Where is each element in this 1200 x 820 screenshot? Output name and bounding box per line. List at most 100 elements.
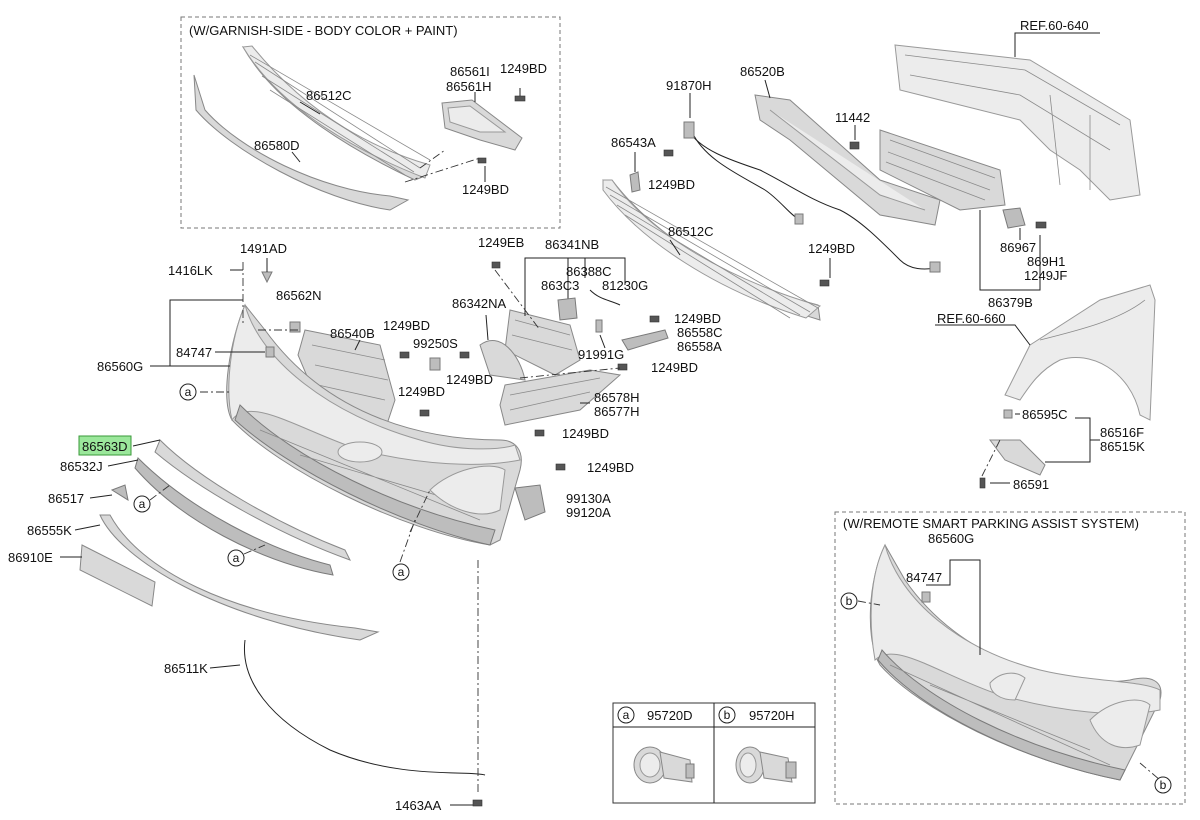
- garnish-option-box: [180, 16, 561, 229]
- back-beam: [879, 129, 1006, 211]
- bolt-11442: [849, 141, 860, 150]
- sensor-table-part-b: 95720H: [749, 708, 795, 723]
- carrier-ref-60-640: [894, 44, 1141, 201]
- label-86512c-garnish: 86512C: [306, 88, 352, 103]
- bracket-99130a: [514, 484, 546, 521]
- label-1249bd-86540b-2: 1249BD: [398, 384, 445, 399]
- label-86580d: 86580D: [254, 138, 300, 153]
- label-1249bd-86540b-1: 1249BD: [383, 318, 430, 333]
- label-99130a: 99130A: [566, 491, 611, 506]
- svg-text:a: a: [185, 385, 192, 399]
- bolt-1249bd-lower: [534, 429, 545, 437]
- wire-81230g: [589, 289, 621, 306]
- label-86578h: 86578H: [594, 390, 640, 405]
- label-869h1: 869H1: [1027, 254, 1065, 269]
- garnish-option-title: (W/GARNISH-SIDE - BODY COLOR + PAINT): [189, 23, 458, 38]
- callout-b-2: b: [1154, 776, 1172, 794]
- callout-a-3: a: [227, 549, 245, 567]
- clip-86595c: [1003, 409, 1013, 419]
- front-bumper-cover: [226, 303, 522, 546]
- highlight-86563d: [78, 435, 132, 456]
- label-86515k: 86515K: [1100, 439, 1145, 454]
- label-86563d: 86563D: [82, 439, 128, 454]
- callout-a-2: a: [133, 495, 151, 513]
- front-bumper-cover-rspa: [869, 543, 1162, 781]
- bolt-1249bd-86558: [649, 315, 660, 323]
- bolt-1249bd-86578h: [617, 363, 628, 371]
- clip-99250s: [429, 357, 441, 371]
- sensor-table-part-a: 95720D: [647, 708, 693, 723]
- svg-text:b: b: [846, 594, 853, 608]
- label-1249bd-garnish-1: 1249BD: [500, 61, 547, 76]
- rspa-option-box: [834, 511, 1186, 805]
- bolt-1249bd-99250s: [459, 351, 470, 359]
- side-garnish-86561: [441, 99, 523, 151]
- bolt-1249bd-99130a: [555, 463, 566, 471]
- label-86543a: 86543A: [611, 135, 656, 150]
- label-86558c: 86558C: [677, 325, 723, 340]
- bolt-1249eb: [491, 261, 501, 269]
- label-86910e: 86910E: [8, 550, 53, 565]
- bracket-86967: [1002, 207, 1026, 229]
- label-1249jf: 1249JF: [1024, 268, 1067, 283]
- bracket-86341nb: [504, 309, 581, 376]
- label-91991g: 91991G: [578, 347, 624, 362]
- label-1463aa: 1463AA: [395, 798, 442, 813]
- clip-84747-rspa: [921, 591, 931, 603]
- label-86560g: 86560G: [97, 359, 143, 374]
- side-bracket-86516f: [989, 439, 1046, 476]
- label-86342na: 86342NA: [452, 296, 507, 311]
- bolt-1249bd-86540b-2: [419, 409, 430, 417]
- label-86341nb: 86341NB: [545, 237, 599, 252]
- label-86577h: 86577H: [594, 404, 640, 419]
- label-86555k: 86555K: [27, 523, 72, 538]
- clip-86562n: [289, 321, 301, 333]
- lamp-cover-86342na: [479, 339, 526, 381]
- label-86967: 86967: [1000, 240, 1036, 255]
- label-84747: 84747: [176, 345, 212, 360]
- label-86512c: 86512C: [668, 224, 714, 239]
- bolt-1249bd-grille: [819, 279, 830, 287]
- svg-text:a: a: [398, 565, 405, 579]
- bracket-86578h: [499, 369, 622, 426]
- clip-84747: [265, 346, 275, 358]
- label-863c3: 863C3: [541, 278, 579, 293]
- strip-86511k: [243, 639, 486, 776]
- label-1249bd-86558: 1249BD: [674, 311, 721, 326]
- label-86562n: 86562N: [276, 288, 322, 303]
- label-1249bd-99130a: 1249BD: [587, 460, 634, 475]
- moulding-86555k: [99, 514, 380, 641]
- label-99250s: 99250S: [413, 336, 458, 351]
- label-86558a: 86558A: [677, 339, 722, 354]
- bracket-86543a: [629, 171, 641, 193]
- sensor-table-key-b: b: [724, 708, 731, 722]
- bolt-1249bd-86540b-1: [399, 351, 410, 359]
- callout-b-1: b: [840, 592, 858, 610]
- label-86517: 86517: [48, 491, 84, 506]
- grille-86512c: [602, 179, 822, 321]
- label-86511k: 86511K: [164, 661, 208, 676]
- bracket-86558: [621, 329, 669, 351]
- label-ref-60-640: REF.60-640: [1020, 18, 1089, 33]
- svg-text:b: b: [1160, 778, 1167, 792]
- label-1249bd-99250s: 1249BD: [446, 372, 493, 387]
- label-1491ad: 1491AD: [240, 241, 287, 256]
- label-86532j: 86532J: [60, 459, 103, 474]
- label-1416lk: 1416LK: [168, 263, 213, 278]
- label-86388c: 86388C: [566, 264, 612, 279]
- label-84747-rspa: 84747: [906, 570, 942, 585]
- label-86379b: 86379B: [988, 295, 1033, 310]
- label-86560g-rspa: 86560G: [928, 531, 974, 546]
- energy-absorber-86520b: [754, 94, 941, 226]
- wiring-harness-91870h: [683, 121, 941, 273]
- label-1249bd-garnish-2: 1249BD: [462, 182, 509, 197]
- rspa-option-title: (W/REMOTE SMART PARKING ASSIST SYSTEM): [843, 516, 1139, 531]
- label-1249bd-grille: 1249BD: [808, 241, 855, 256]
- clip-1463aa: [472, 799, 483, 807]
- label-1249bd-86543a: 1249BD: [648, 177, 695, 192]
- bolt-1249bd-86543a: [663, 149, 674, 157]
- clip-1491ad: [261, 271, 273, 284]
- lower-garnish-86532j: [134, 457, 334, 576]
- sensor-table-key-a: a: [623, 708, 630, 722]
